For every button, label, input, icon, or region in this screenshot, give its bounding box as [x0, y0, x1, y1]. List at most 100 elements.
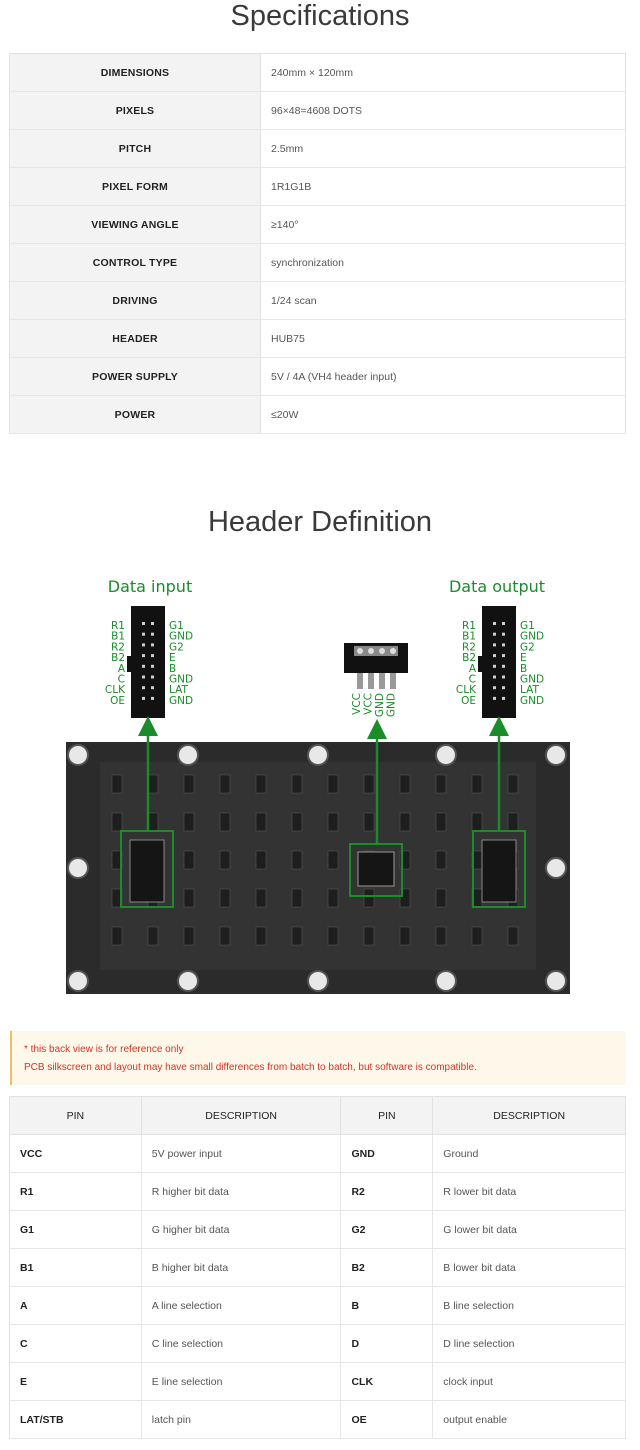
pin-name: GND: [340, 1134, 434, 1173]
driver-chip: [327, 812, 339, 832]
pin-label: A: [469, 663, 477, 675]
driver-chip: [219, 812, 231, 832]
spec-value: 2.5mm: [260, 129, 626, 168]
header-pin-dot: [151, 664, 154, 668]
header-pin-dot: [493, 654, 496, 658]
header-pin-dot: [502, 664, 505, 668]
pcb-power-socket: [357, 851, 395, 887]
driver-chip: [255, 888, 267, 908]
pin-name: R1: [9, 1172, 142, 1211]
mounting-hole: [67, 970, 89, 992]
spec-value: 1R1G1B: [260, 167, 626, 206]
mounting-hole: [307, 744, 329, 766]
pin-label: G1: [169, 620, 184, 632]
driver-chip: [327, 850, 339, 870]
specifications-title: Specifications: [230, 0, 410, 32]
driver-chip: [291, 888, 303, 908]
driver-chip: [435, 888, 447, 908]
header-pin-dot: [493, 675, 496, 679]
driver-chip: [363, 774, 375, 794]
pin-label: R1: [111, 620, 125, 632]
pcb-header-socket: [129, 839, 165, 903]
pin-description: G higher bit data: [141, 1210, 342, 1249]
driver-chip: [291, 850, 303, 870]
input-header-connector: [127, 606, 165, 718]
driver-chip: [399, 850, 411, 870]
spec-key: PIXEL FORM: [9, 167, 261, 206]
header-pin-dot: [493, 686, 496, 690]
driver-chip: [399, 812, 411, 832]
data-output-label: Data output: [449, 577, 545, 596]
driver-chip: [291, 926, 303, 946]
header-pin-dot: [142, 654, 145, 658]
driver-chip: [183, 774, 195, 794]
pin-name: D: [340, 1324, 434, 1363]
driver-chip: [435, 812, 447, 832]
driver-chip: [183, 888, 195, 908]
pin-label: GND: [520, 695, 544, 707]
header-pin-dot: [151, 643, 154, 647]
reference-notice: * this back view is for reference only P…: [10, 1031, 626, 1085]
spec-key: PITCH: [9, 129, 261, 168]
pin-description: Ground: [432, 1134, 626, 1173]
spec-value: ≥140°: [260, 205, 626, 244]
pin-header-2: PIN: [340, 1096, 434, 1135]
header-pin-dot: [151, 632, 154, 636]
spec-value: 1/24 scan: [260, 281, 626, 320]
mounting-hole: [435, 744, 457, 766]
pin-label: B1: [111, 631, 125, 643]
pin-description: R lower bit data: [432, 1172, 626, 1211]
header-definition-title: Header Definition: [207, 506, 433, 538]
driver-chip: [219, 888, 231, 908]
driver-chip: [219, 850, 231, 870]
pin-label: GND: [169, 695, 193, 707]
header-pin-dot: [142, 632, 145, 636]
notice-line-1: * this back view is for reference only: [24, 1044, 184, 1055]
pin-description: clock input: [432, 1362, 626, 1401]
spec-value: 5V / 4A (VH4 header input): [260, 357, 626, 396]
pin-name: LAT/STB: [9, 1400, 142, 1439]
driver-chip: [435, 850, 447, 870]
driver-chip: [183, 926, 195, 946]
header-pin-dot: [502, 675, 505, 679]
pin-label: C: [118, 674, 125, 686]
header-pin-dot: [502, 632, 505, 636]
pin-name: B2: [340, 1248, 434, 1287]
header-pin-dot: [502, 622, 505, 625]
driver-chip: [363, 888, 375, 908]
pin-description: C line selection: [141, 1324, 342, 1363]
header-pin-dot: [502, 654, 505, 658]
driver-chip: [471, 926, 483, 946]
pin-label: G2: [169, 641, 184, 653]
power-pin-label: VCC: [351, 693, 363, 715]
pin-name: OE: [340, 1400, 434, 1439]
driver-chip: [471, 812, 483, 832]
driver-chip: [327, 888, 339, 908]
driver-chip: [435, 774, 447, 794]
driver-chip: [471, 774, 483, 794]
driver-chip: [327, 774, 339, 794]
header-pin-dot: [493, 622, 496, 625]
header-pin-dot: [502, 643, 505, 647]
pin-description: B higher bit data: [141, 1248, 342, 1287]
pin-label: CLK: [105, 684, 126, 696]
pin-name: B1: [9, 1248, 142, 1287]
header-pin-dot: [151, 622, 154, 625]
header-pin-dot: [493, 664, 496, 668]
pin-label: GND: [520, 631, 544, 643]
pin-label: B1: [462, 631, 476, 643]
pin-description: output enable: [432, 1400, 626, 1439]
pin-description: R higher bit data: [141, 1172, 342, 1211]
pin-label: C: [469, 674, 476, 686]
